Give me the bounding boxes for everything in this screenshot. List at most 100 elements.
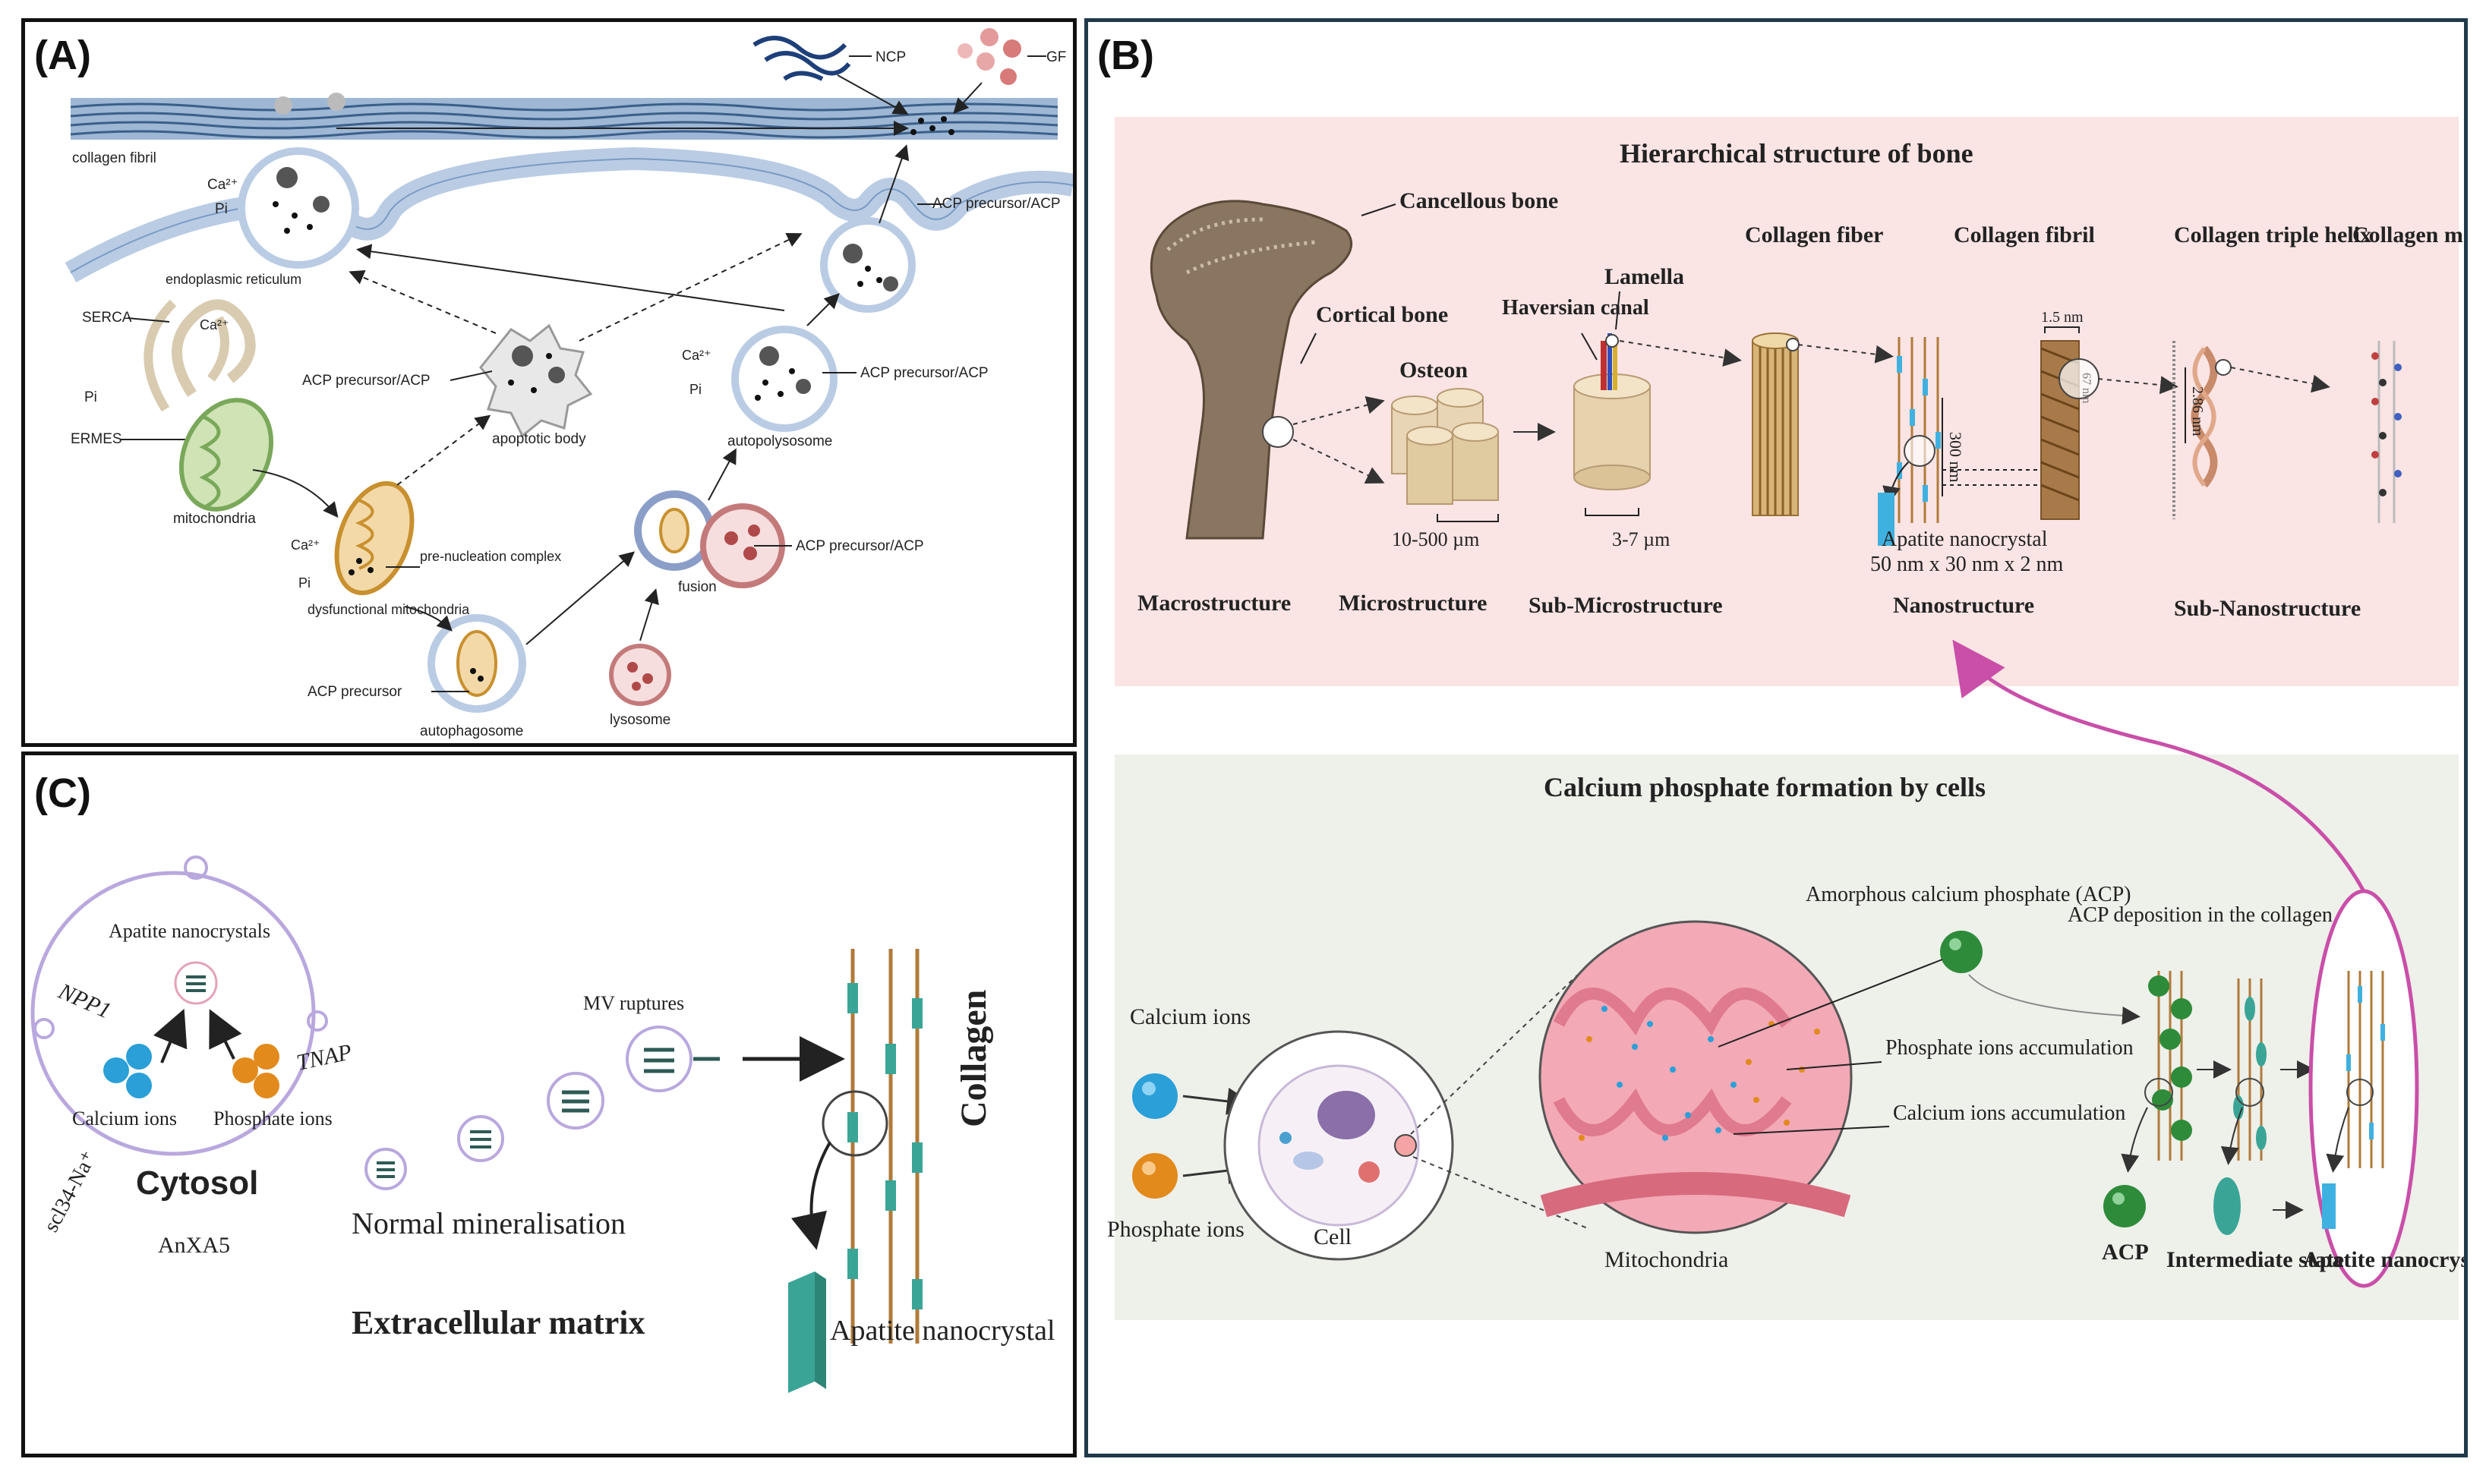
collagen-fibril-nano bbox=[1897, 337, 1941, 523]
mv-small-2 bbox=[457, 1115, 504, 1162]
label-collagen-fibril: Collagen fibril bbox=[1954, 222, 2095, 247]
label-acp-autopoly: ACP precursor/ACP bbox=[860, 365, 989, 381]
label-haversian: Haversian canal bbox=[1502, 296, 1649, 320]
label-osteon-scale: 10-500 µm bbox=[1392, 528, 1479, 550]
label-apatite-top: Apatite nanocrystal bbox=[1882, 528, 2048, 551]
label-calcium-ions: Calcium ions bbox=[72, 1107, 177, 1130]
label-collagen-molecule: Collagen molecule bbox=[2352, 222, 2464, 247]
apoptotic-body bbox=[479, 323, 593, 438]
label-collagen-fiber: Collagen fiber bbox=[1745, 222, 1883, 247]
triple-helix bbox=[2172, 341, 2232, 519]
level-nanostructure: Nanostructure bbox=[1893, 593, 2034, 618]
intermediate-state-shape bbox=[2213, 1177, 2241, 1235]
twisted-fibril bbox=[2040, 340, 2100, 520]
label-ca-1: Ca²⁺ bbox=[207, 177, 238, 193]
label-lamella-scale: 3-7 µm bbox=[1612, 528, 1670, 550]
label-acp-fusion: ACP precursor/ACP bbox=[796, 538, 924, 554]
label-acp-amorphous: Amorphous calcium phosphate (ACP) bbox=[1806, 883, 2131, 906]
label-osteon: Osteon bbox=[1399, 358, 1468, 383]
label-tnap: TNAP bbox=[295, 1039, 355, 1076]
label-scl34: scl34-Na⁺ bbox=[39, 1147, 102, 1236]
panel-a: (A) collagen fibril NCP GF Ca²⁺ Pi ACP p… bbox=[21, 18, 1077, 747]
ion-dots-blue bbox=[1601, 1006, 1737, 1141]
label-ca-3: Ca²⁺ bbox=[682, 348, 711, 363]
level-sub-microstructure: Sub-Microstructure bbox=[1529, 593, 1723, 618]
label-pi-2: Pi bbox=[84, 389, 97, 405]
label-acp-apoptotic: ACP precursor/ACP bbox=[302, 373, 431, 389]
label-acp-precursor: ACP precursor bbox=[308, 684, 402, 700]
lamella-cylinder bbox=[1573, 333, 1651, 490]
label-calcium-ions-b: Calcium ions bbox=[1130, 1004, 1251, 1029]
label-apatite-dims: 50 nm x 30 nm x 2 nm bbox=[1870, 553, 2064, 576]
label-serca: SERCA bbox=[82, 310, 132, 326]
ncp-icon bbox=[752, 36, 851, 81]
level-sub-nanostructure: Sub-Nanostructure bbox=[2174, 596, 2361, 621]
label-phosphate-ions-b: Phosphate ions bbox=[1107, 1217, 1245, 1242]
label-mitochondria-b: Mitochondria bbox=[1604, 1247, 1728, 1272]
collagen-fibrils-c bbox=[847, 949, 923, 1344]
label-ca-2: Ca²⁺ bbox=[200, 317, 229, 332]
label-ermes: ERMES bbox=[71, 431, 122, 447]
label-1-5nm: 1.5 nm bbox=[2041, 309, 2084, 326]
label-phosphate-accum: Phosphate ions accumulation bbox=[1885, 1036, 2134, 1060]
mv-small-1 bbox=[364, 1148, 407, 1190]
lysosome bbox=[609, 644, 671, 706]
label-cancellous: Cancellous bone bbox=[1399, 188, 1558, 213]
label-mv-ruptures: MV ruptures bbox=[583, 992, 684, 1014]
acp-sphere bbox=[1940, 931, 1983, 973]
label-acp-final: ACP bbox=[2102, 1240, 2149, 1265]
label-apatite-nanocrystals: Apatite nanocrystals bbox=[109, 920, 270, 942]
panel-c-diagram: (C) Apatite nanocrystals NPP1 TNAP Calci… bbox=[30, 770, 1055, 1393]
label-ncp: NCP bbox=[875, 49, 906, 65]
phosphate-ion-icon bbox=[1132, 1153, 1178, 1199]
femur-magnifier bbox=[1262, 416, 1294, 448]
label-npp1: NPP1 bbox=[54, 978, 115, 1024]
ion-dots-orange bbox=[1579, 1021, 1820, 1141]
label-cortical: Cortical bone bbox=[1316, 302, 1448, 327]
magnifier-circle-c bbox=[822, 1090, 888, 1157]
panel-b: (B) Hierarchical structure of bone Cance… bbox=[1084, 18, 2486, 1457]
label-extracellular-matrix: Extracellular matrix bbox=[352, 1304, 645, 1341]
label-apoptotic-body: apoptotic body bbox=[492, 431, 586, 447]
mitochondria-healthy bbox=[178, 398, 274, 512]
collagen-fiber bbox=[1752, 332, 1800, 516]
acp-final-sphere bbox=[2103, 1185, 2146, 1227]
fibril-apatite bbox=[2346, 971, 2385, 1168]
label-apatite-crystal: Apatite nanocrystal bbox=[830, 1315, 1055, 1347]
panel-b-diagram: (B) Hierarchical structure of bone Cance… bbox=[1097, 33, 2486, 1320]
autopolysosome bbox=[731, 326, 838, 432]
vesicle-top-left bbox=[238, 147, 359, 269]
label-triple-helix: Collagen triple helix bbox=[2174, 222, 2371, 247]
calcium-ion-icon bbox=[1132, 1073, 1178, 1119]
apatite-final-crystal bbox=[2322, 1183, 2336, 1229]
level-microstructure: Microstructure bbox=[1339, 591, 1487, 616]
label-phosphate-ions: Phosphate ions bbox=[213, 1107, 333, 1130]
fibril-intermediate bbox=[2233, 978, 2267, 1161]
apatite-crystal-top bbox=[1878, 493, 1894, 546]
mv-rupturing bbox=[626, 1026, 720, 1092]
label-acp-deposition: ACP deposition in the collagen fibril bbox=[2068, 903, 2380, 927]
hierarchy-title: Hierarchical structure of bone bbox=[1620, 138, 1973, 169]
label-anxa5: AnXA5 bbox=[158, 1233, 230, 1258]
label-autopolysosome: autopolysosome bbox=[727, 433, 832, 449]
label-pi-3: Pi bbox=[689, 382, 702, 397]
panel-a-diagram: (A) collagen fibril NCP GF Ca²⁺ Pi ACP p… bbox=[34, 28, 1075, 739]
label-autophagosome: autophagosome bbox=[420, 723, 523, 739]
calcium-ions-icon bbox=[103, 1044, 152, 1098]
label-apatite-final: Apatite nanocrystal bbox=[2303, 1247, 2464, 1272]
collagen-fibril-strip bbox=[70, 98, 1058, 140]
collagen-molecule bbox=[2371, 341, 2402, 523]
deposit-dots bbox=[910, 116, 954, 135]
label-collagen: Collagen bbox=[954, 990, 994, 1127]
panel-c: (C) Apatite nanocrystals NPP1 TNAP Calci… bbox=[21, 751, 1077, 1457]
label-collagen-fibril: collagen fibril bbox=[72, 150, 156, 166]
label-intermediate: Intermediate state bbox=[2166, 1247, 2344, 1272]
label-pi-1: Pi bbox=[215, 201, 228, 217]
label-fusion: fusion bbox=[678, 579, 717, 595]
label-cell: Cell bbox=[1314, 1224, 1352, 1249]
cell-formation-title: Calcium phosphate formation by cells bbox=[1544, 772, 1986, 802]
cell-body bbox=[1257, 1064, 1420, 1227]
label-pi-4: Pi bbox=[298, 575, 311, 591]
apatite-crystal-c bbox=[788, 1271, 826, 1393]
panel-c-letter: (C) bbox=[34, 770, 91, 816]
